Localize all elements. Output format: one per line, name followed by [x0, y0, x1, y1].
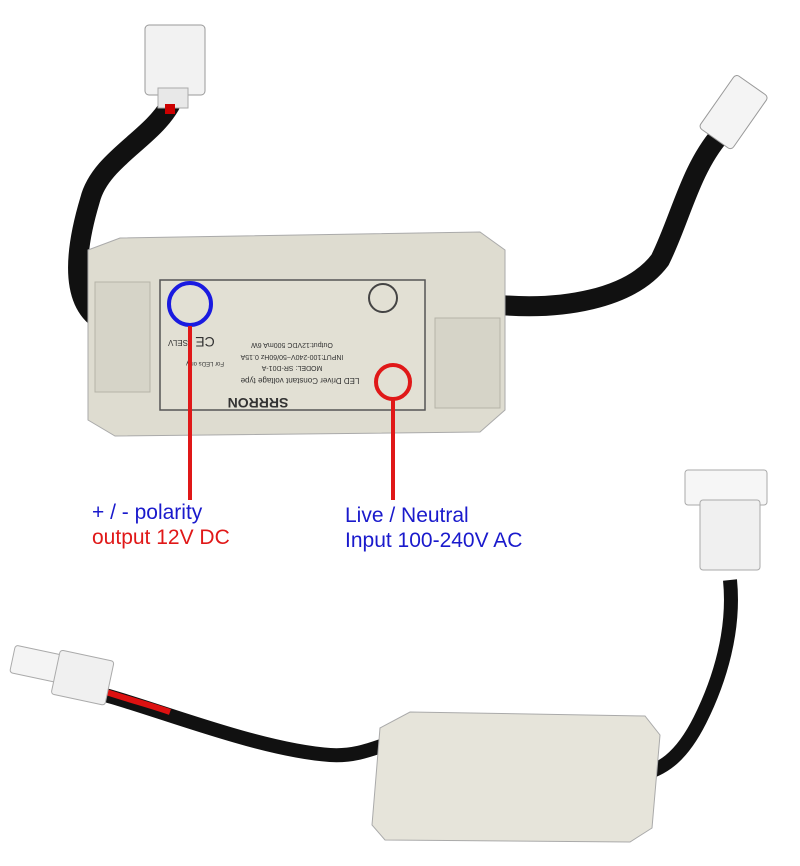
- bottom-red-wire: [99, 687, 171, 715]
- svg-text:Output:12VDC 500mA 6W: Output:12VDC 500mA 6W: [251, 341, 333, 348]
- output-voltage-label: output 12V DC: [92, 526, 230, 549]
- svg-text:INPUT:100-240V~50/60Hz 0.15A: INPUT:100-240V~50/60Hz 0.15A: [240, 353, 343, 360]
- output-terminal-circle: [167, 281, 213, 327]
- svg-text:SELV: SELV: [167, 338, 188, 347]
- input-annotation: Live / Neutral Input 100-240V AC: [345, 503, 522, 553]
- svg-text:MODEL: SR-D01-A: MODEL: SR-D01-A: [261, 364, 322, 371]
- svg-text:For LEDs only: For LEDs only: [186, 360, 224, 366]
- input-terminal-circle: [374, 363, 412, 401]
- bottom-connector-right: [684, 469, 768, 571]
- bottom-input-cable: [638, 579, 738, 782]
- input-voltage-label: Input 100-240V AC: [345, 529, 523, 552]
- led-driver-top: Output:12VDC 500mA 6W INPUT:100-240V~50/…: [87, 231, 506, 437]
- bottom-output-cable: [103, 688, 402, 763]
- svg-text:SRRRON: SRRRON: [228, 395, 289, 411]
- led-driver-bottom: [371, 711, 661, 843]
- polarity-annotation: + / - polarity output 12V DC: [92, 500, 230, 550]
- svg-text:LED Driver Constant voltage: LED Driver Constant voltage type: [240, 376, 359, 385]
- polarity-label: + / - polarity: [92, 501, 203, 524]
- svg-text:CE: CE: [195, 334, 214, 350]
- bottom-connector-left: [9, 645, 115, 706]
- connector-top-right: [699, 75, 768, 150]
- connector-top-left: [144, 24, 206, 114]
- output-cable: [68, 95, 180, 330]
- input-cable: [490, 125, 730, 317]
- live-neutral-label: Live / Neutral: [345, 504, 469, 527]
